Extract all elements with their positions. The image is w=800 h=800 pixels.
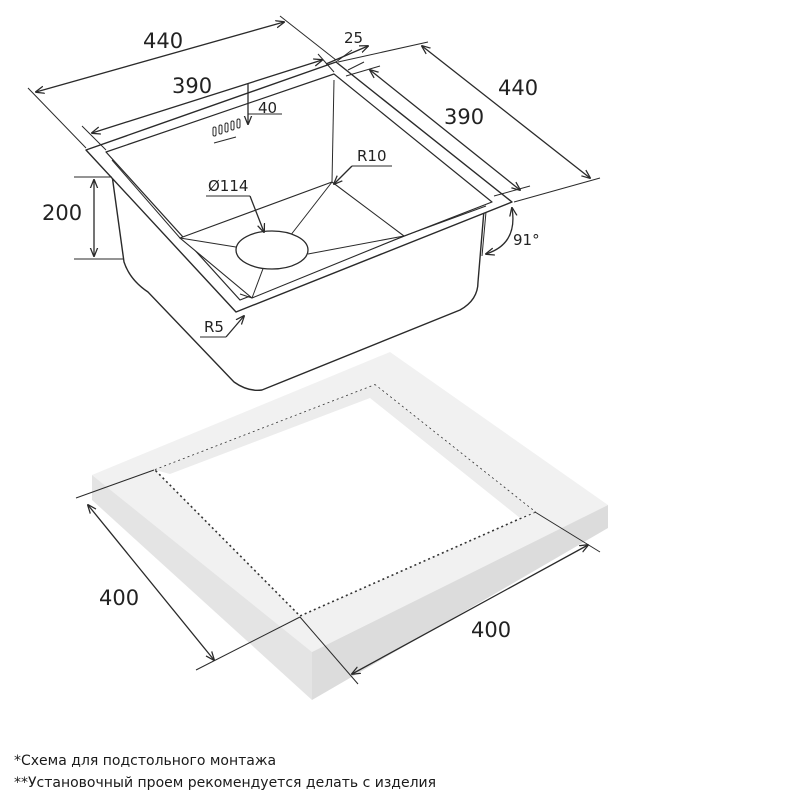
depth-dimension [74, 176, 124, 260]
inner-radius-label: R10 [357, 147, 387, 165]
notes: *Схема для подстольного монтажа **Устано… [14, 750, 784, 794]
overflow-offset-dimension [248, 84, 282, 124]
drain-diameter-leader [206, 195, 264, 232]
cutout-dimension-400-left [75, 469, 301, 671]
cutout-width-label: 400 [99, 586, 139, 610]
rim-width-label: 25 [344, 29, 363, 47]
note-cutout: **Установочный проем рекомендуется делат… [14, 775, 437, 791]
inner-radius-leader [334, 165, 392, 184]
cutout-length-label: 400 [471, 618, 511, 642]
depth-label: 200 [42, 201, 82, 225]
sink-drain [235, 230, 309, 270]
note-undermount: *Схема для подстольного монтажа [14, 753, 277, 769]
cutout-dimension-400-right [299, 511, 601, 685]
rim-width-dimension [325, 46, 368, 71]
outer-radius-label: R5 [204, 318, 224, 336]
wall-angle-label: 91° [513, 231, 540, 249]
wall-angle-dimension [481, 208, 513, 257]
outer-length-dimension [27, 15, 337, 149]
inner-width-label: 390 [444, 105, 484, 129]
overflow-offset-label: 40 [258, 99, 277, 117]
inner-length-label: 390 [172, 74, 212, 98]
inner-length-dimension [81, 53, 335, 151]
inner-width-dimension [345, 65, 531, 197]
drain-diameter-label: Ø114 [208, 177, 248, 195]
outer-width-label: 440 [498, 76, 538, 100]
countertop-slab [92, 352, 608, 700]
outer-length-label: 440 [143, 29, 183, 53]
outer-radius-leader [200, 316, 244, 338]
